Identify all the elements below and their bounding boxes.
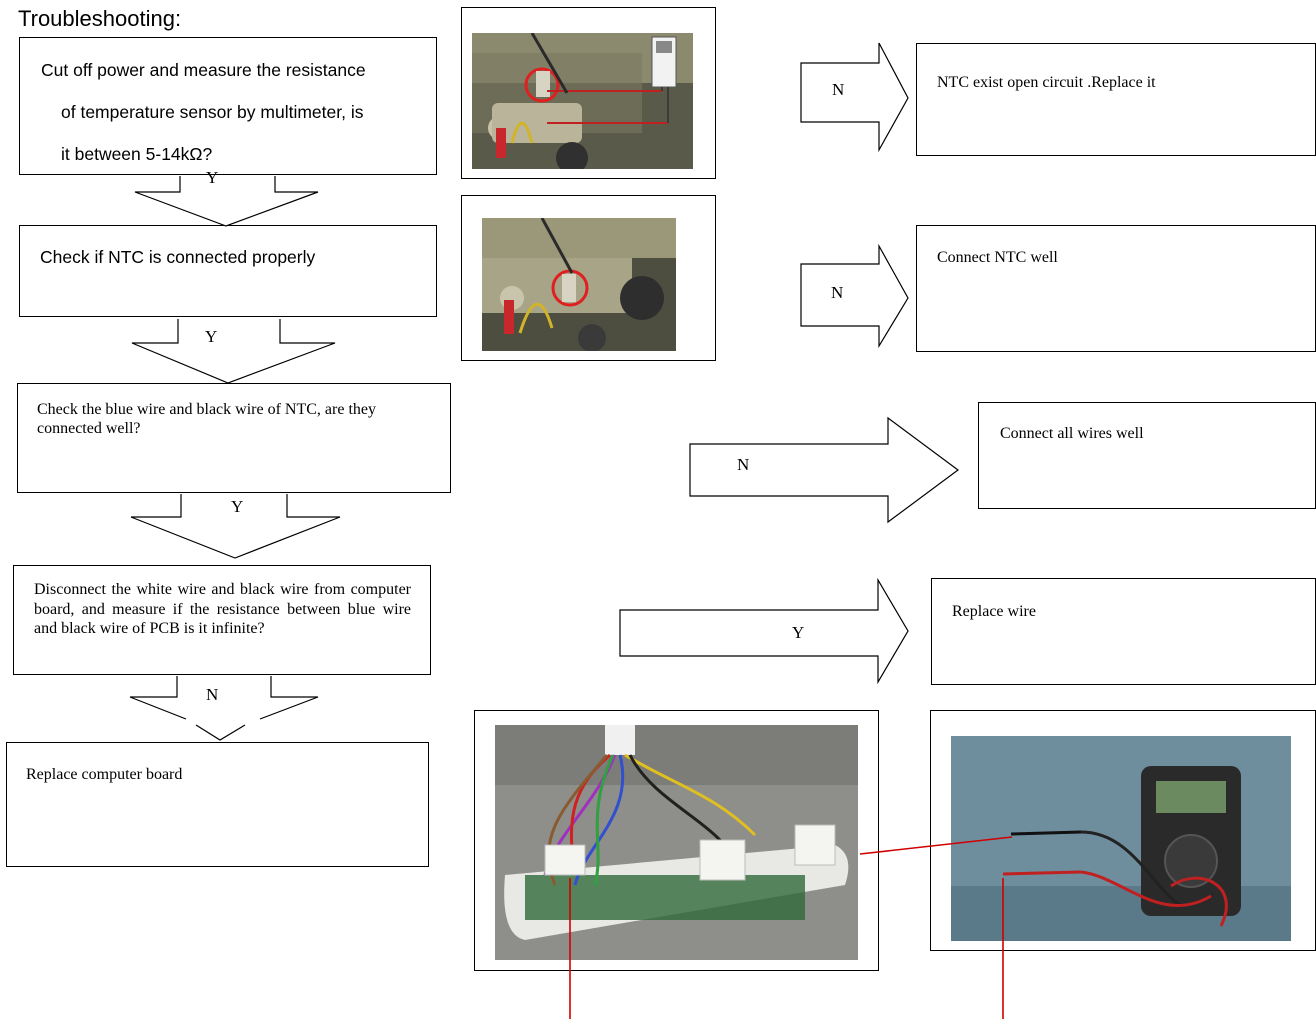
photo-ntc-multimeter [472,33,693,169]
outcome-3-text: Connect all wires well [1000,425,1144,442]
outcome-2-connect-ntc-box: Connect NTC well [916,225,1316,352]
photo-computer-board [495,725,858,960]
photo-multimeter [951,736,1291,941]
right-arrow-2 [800,243,909,349]
right-arrow-1-label: N [832,80,845,99]
right-arrow-4 [619,577,909,685]
step-5-text: Replace computer board [26,766,183,783]
step-2-text: Check if NTC is connected properly [40,247,316,267]
down-arrow-4-label: N [206,685,219,704]
step-3-text: Check the blue wire and black wire of NT… [37,401,376,437]
step-1-line-3: it between 5-14kΩ? [61,144,213,164]
down-arrow-1 [134,176,319,227]
down-arrow-1-label: Y [206,168,219,187]
step-1-line-2: of temperature sensor by multimeter, is [61,102,364,122]
step-3-check-wires-box: Check the blue wire and black wire of NT… [17,383,451,493]
step-5-replace-board-box: Replace computer board [6,742,429,867]
page-title: Troubleshooting: [18,6,182,31]
right-arrow-3-label: N [737,455,750,474]
step-2-check-ntc-box: Check if NTC is connected properly [19,225,437,317]
step-1-line-1: Cut off power and measure the resistance [41,60,366,80]
down-arrow-3-label: Y [231,497,244,516]
down-arrow-3 [130,494,341,559]
down-arrow-4 [129,676,319,720]
outcome-4-text: Replace wire [952,603,1036,620]
right-arrow-1 [800,42,909,153]
outcome-2-text: Connect NTC well [937,249,1058,266]
right-arrow-4-label: Y [792,623,805,642]
down-arrow-4-tip [195,724,246,741]
outcome-1-text: NTC exist open circuit .Replace it [937,74,1156,91]
right-arrow-2-label: N [831,283,844,302]
step-1-measure-resistance-box: Cut off power and measure the resistance… [19,37,437,175]
step-4-text: Disconnect the white wire and black wire… [34,581,411,637]
pointer-line-board-to-probe [859,836,1013,855]
outcome-4-replace-wire-box: Replace wire [931,578,1316,685]
right-arrow-3 [689,416,960,524]
down-arrow-2 [131,319,336,384]
down-arrow-2-label: Y [205,327,218,346]
photo-ntc-connection [482,218,676,351]
outcome-3-connect-wires-box: Connect all wires well [978,402,1316,509]
step-4-measure-pcb-box: Disconnect the white wire and black wire… [13,565,431,675]
